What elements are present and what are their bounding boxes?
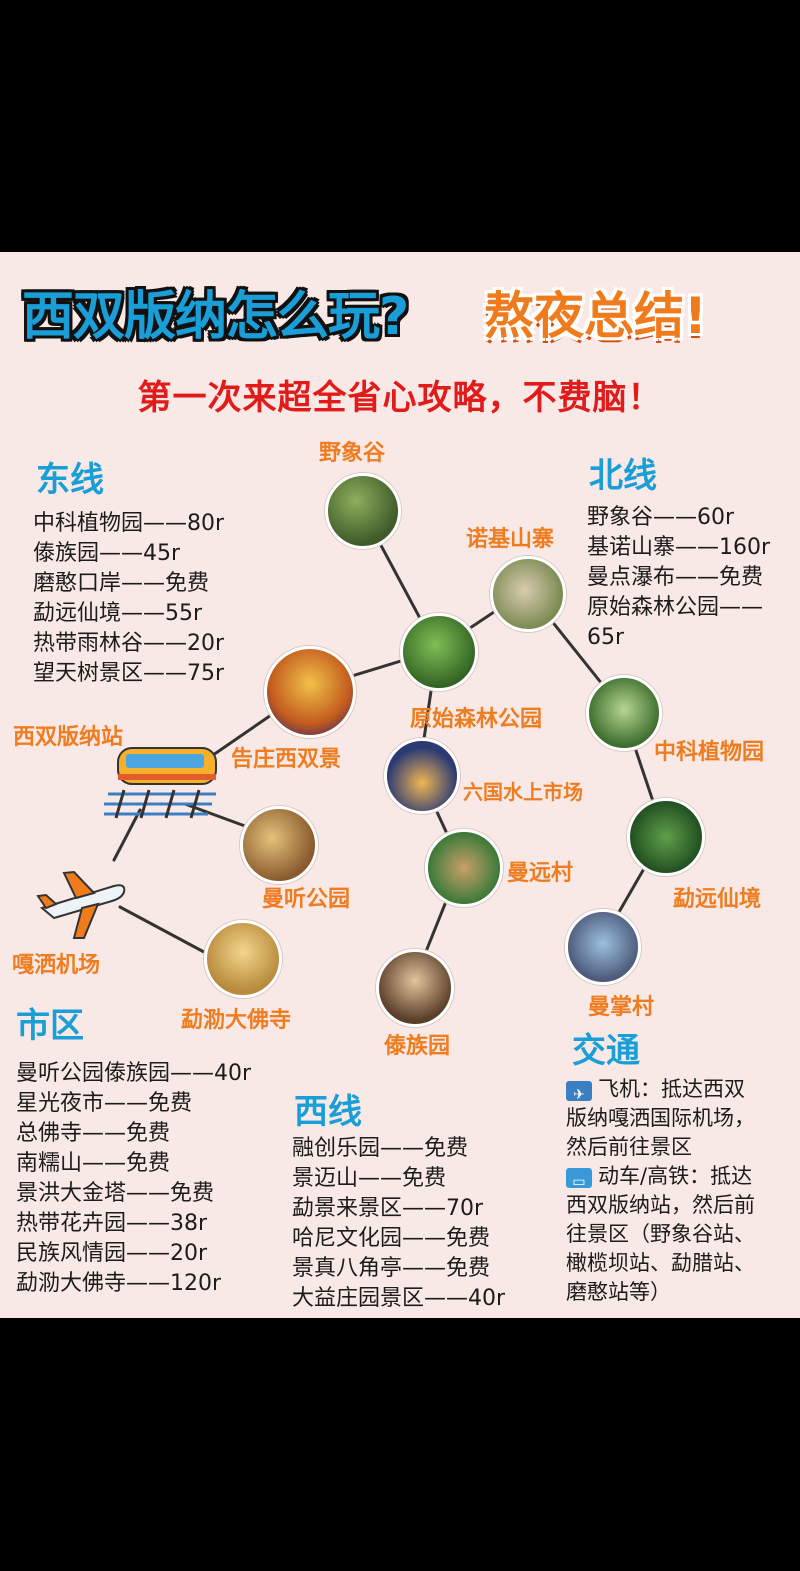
gaozhuang-photo [264, 646, 356, 738]
list-item: 景迈山——免费 [292, 1166, 447, 1191]
west-line-title: 西线 [294, 1092, 362, 1132]
place-label-dafosi: 勐泐大佛寺 [181, 1008, 292, 1033]
east-line-title: 东线 [36, 460, 104, 500]
mantin-photo [240, 806, 318, 884]
list-item: 南糯山——免费 [16, 1151, 171, 1176]
list-item: 勐景来景区——70r [292, 1196, 484, 1221]
place-label-jinuo: 诺基山寨 [466, 527, 555, 552]
place-label-manyuan: 曼远村 [507, 861, 574, 886]
transport-line: 橄榄坝站、勐腊站、 [566, 1251, 755, 1275]
transport-line: ▭动车/高铁：抵达 [566, 1162, 755, 1191]
place-label-liuguo: 六国水上市场 [463, 780, 583, 804]
title-main: 西双版纳怎么玩? [22, 287, 409, 347]
place-label-mantin: 曼听公园 [262, 887, 351, 912]
transport-line: 西双版纳站，然后前 [566, 1193, 755, 1217]
list-item: 融创乐园——免费 [292, 1136, 469, 1161]
list-item: 65r [587, 625, 625, 650]
route-airport-dafosi [118, 905, 206, 954]
transport-line: ✈飞机：抵达西双 [566, 1075, 755, 1104]
list-item: 磨憨口岸——免费 [33, 571, 210, 596]
list-item: 勐远仙境——55r [33, 601, 203, 626]
transport-line: 磨憨站等） [566, 1280, 671, 1304]
list-item: 景真八角亭——免费 [292, 1256, 491, 1281]
west-line-list: 融创乐园——免费 景迈山——免费 勐景来景区——70r 哈尼文化园——免费 景真… [292, 1134, 505, 1314]
liuguo-photo [384, 738, 460, 814]
list-item: 野象谷——60r [587, 505, 735, 530]
place-label-forest: 原始森林公园 [410, 707, 543, 732]
place-label-manzhang: 曼掌村 [588, 995, 655, 1020]
place-label-station: 西双版纳站 [13, 725, 124, 750]
manyuan-photo [425, 829, 503, 907]
plane-icon [34, 868, 129, 947]
daizu-photo [376, 949, 454, 1027]
jinuo-photo [490, 556, 566, 632]
transport-info: ✈飞机：抵达西双 版纳嘎洒国际机场， 然后前往景区 ▭动车/高铁：抵达 西双版纳… [566, 1075, 755, 1307]
list-item: 傣族园——45r [33, 541, 181, 566]
transport-line: 往景区（野象谷站、 [566, 1222, 755, 1246]
plane-icon: ✈ [566, 1081, 592, 1103]
place-label-gaozhuang: 告庄西双景 [231, 747, 342, 772]
north-line-title: 北线 [589, 456, 657, 496]
list-item: 基诺山寨——160r [587, 535, 771, 560]
place-label-daizu: 傣族园 [384, 1034, 451, 1059]
north-line-list: 野象谷——60r 基诺山寨——160r 曼点瀑布——免费 原始森林公园—— 65… [587, 503, 770, 653]
subtitle: 第一次来超全省心攻略，不费脑！ [137, 378, 663, 418]
list-item: 原始森林公园—— [587, 595, 764, 620]
dafosi-photo [204, 920, 282, 998]
place-label-zhongke: 中科植物园 [654, 740, 765, 765]
east-line-list: 中科植物园——80r 傣族园——45r 磨憨口岸——免费 勐远仙境——55r 热… [33, 509, 224, 689]
list-item: 民族风情园——20r [16, 1241, 208, 1266]
list-item: 热带雨林谷——20r [33, 631, 225, 656]
list-item: 哈尼文化园——免费 [292, 1226, 491, 1251]
city-title: 市区 [16, 1006, 84, 1046]
place-label-yexianggu: 野象谷 [319, 441, 386, 466]
transport-title: 交通 [572, 1031, 640, 1071]
list-item: 景洪大金塔——免费 [16, 1181, 215, 1206]
travel-poster: 西双版纳怎么玩? 熬夜总结! 第一次来超全省心攻略，不费脑！ 东线 中科植物园—… [0, 252, 800, 1318]
mengyuan-photo [627, 798, 705, 876]
list-item: 望天树景区——75r [33, 661, 225, 686]
list-item: 大益庄园景区——40r [292, 1286, 506, 1311]
list-item: 勐泐大佛寺——120r [16, 1271, 222, 1296]
manzhang-photo [565, 909, 641, 985]
zhongke-photo [586, 675, 662, 751]
yexianggu-photo [325, 473, 401, 549]
title-accent: 熬夜总结! [484, 287, 707, 345]
train-icon: ▭ [566, 1168, 592, 1190]
list-item: 曼听公园傣族园——40r [16, 1061, 252, 1086]
transport-line: 然后前往景区 [566, 1135, 692, 1159]
list-item: 星光夜市——免费 [16, 1091, 193, 1116]
list-item: 中科植物园——80r [33, 511, 225, 536]
list-item: 曼点瀑布——免费 [587, 565, 764, 590]
route-station-airport [112, 808, 142, 862]
place-label-mengyuan: 勐远仙境 [673, 887, 762, 912]
place-label-airport: 嘎洒机场 [12, 953, 101, 978]
list-item: 总佛寺——免费 [16, 1121, 171, 1146]
transport-line: 版纳嘎洒国际机场， [566, 1106, 755, 1130]
list-item: 热带花卉园——38r [16, 1211, 208, 1236]
train-icon [100, 742, 224, 826]
city-list: 曼听公园傣族园——40r 星光夜市——免费 总佛寺——免费 南糯山——免费 景洪… [16, 1059, 251, 1299]
forest-photo [400, 613, 478, 691]
